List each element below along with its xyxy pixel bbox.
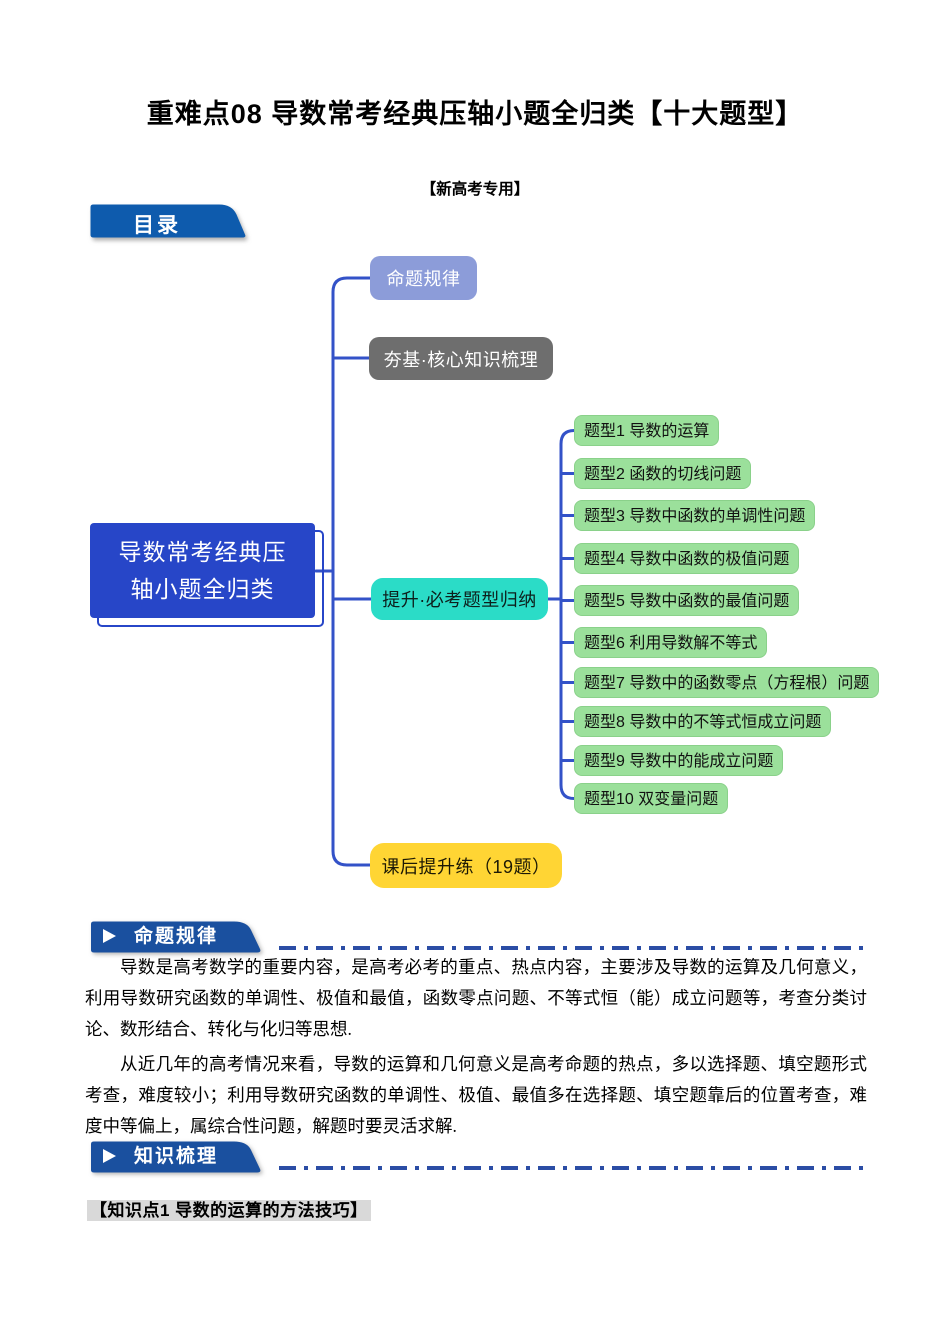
paragraph-1: 导数是高考数学的重要内容，是高考必考的重点、热点内容，主要涉及导数的运算及几何意… [85, 957, 867, 1039]
topic-node-7: 题型7 导数中的函数零点（方程根）问题 [574, 667, 880, 698]
topic-node-5: 题型5 导数中函数的最值问题 [574, 585, 800, 616]
topic-node-8: 题型8 导数中的不等式恒成立问题 [574, 706, 832, 737]
branch-node-practice: 课后提升练（19题） [370, 843, 562, 888]
topic-node-6: 题型6 利用导数解不等式 [574, 627, 768, 658]
toc-banner-shape [90, 204, 246, 238]
topic-node-4: 题型4 导数中函数的极值问题 [574, 543, 800, 574]
topic-node-2: 题型2 函数的切线问题 [574, 458, 752, 489]
knowledge-point-1-label: 【知识点1 导数的运算的方法技巧】 [87, 1200, 371, 1221]
dash-divider-line [279, 1166, 867, 1170]
section-ribbon-shape [91, 1141, 261, 1173]
branch-node-improvement: 提升·必考题型归纳 [371, 578, 548, 620]
subtitle-tag: 【新高考专用】 [420, 181, 530, 198]
section-header-label: 知识梳理 [134, 1146, 219, 1167]
dash-divider-line [279, 946, 867, 950]
topic-node-10: 题型10 双变量问题 [574, 783, 729, 814]
topic-node-9: 题型9 导数中的能成立问题 [574, 745, 784, 776]
page-title: 重难点08 导数常考经典压轴小题全归类【十大题型】 [146, 99, 804, 129]
play-triangle-icon [103, 929, 116, 943]
section-ribbon-shape [91, 921, 261, 953]
toc-banner: 目录 [88, 204, 251, 238]
topic-node-3: 题型3 导数中函数的单调性问题 [574, 500, 816, 531]
knowledge-point-1-heading: 【知识点1 导数的运算的方法技巧】 [87, 1196, 371, 1221]
root-node: 导数常考经典压 轴小题全归类 [90, 523, 315, 618]
branch-node-foundation: 夯基·核心知识梳理 [369, 337, 553, 380]
paragraph-2: 从近几年的高考情况来看，导数的运算和几何意义是高考命题的热点，多以选择题、填空题… [85, 1054, 867, 1136]
proposition-text-block: 导数是高考数学的重要内容，是高考必考的重点、热点内容，主要涉及导数的运算及几何意… [85, 952, 867, 1146]
play-triangle-icon [103, 1149, 116, 1163]
section-header-knowledge: 知识梳理 [88, 1141, 878, 1175]
root-node-line1: 导数常考经典压 [118, 538, 287, 565]
section-header-label: 命题规律 [134, 926, 219, 947]
topic-node-1: 题型1 导数的运算 [574, 415, 720, 446]
toc-banner-label: 目录 [133, 214, 181, 237]
root-node-line2: 轴小题全归类 [130, 575, 275, 602]
branch-node-proposition: 命题规律 [370, 256, 477, 300]
section-header-proposition: 命题规律 [88, 921, 878, 955]
